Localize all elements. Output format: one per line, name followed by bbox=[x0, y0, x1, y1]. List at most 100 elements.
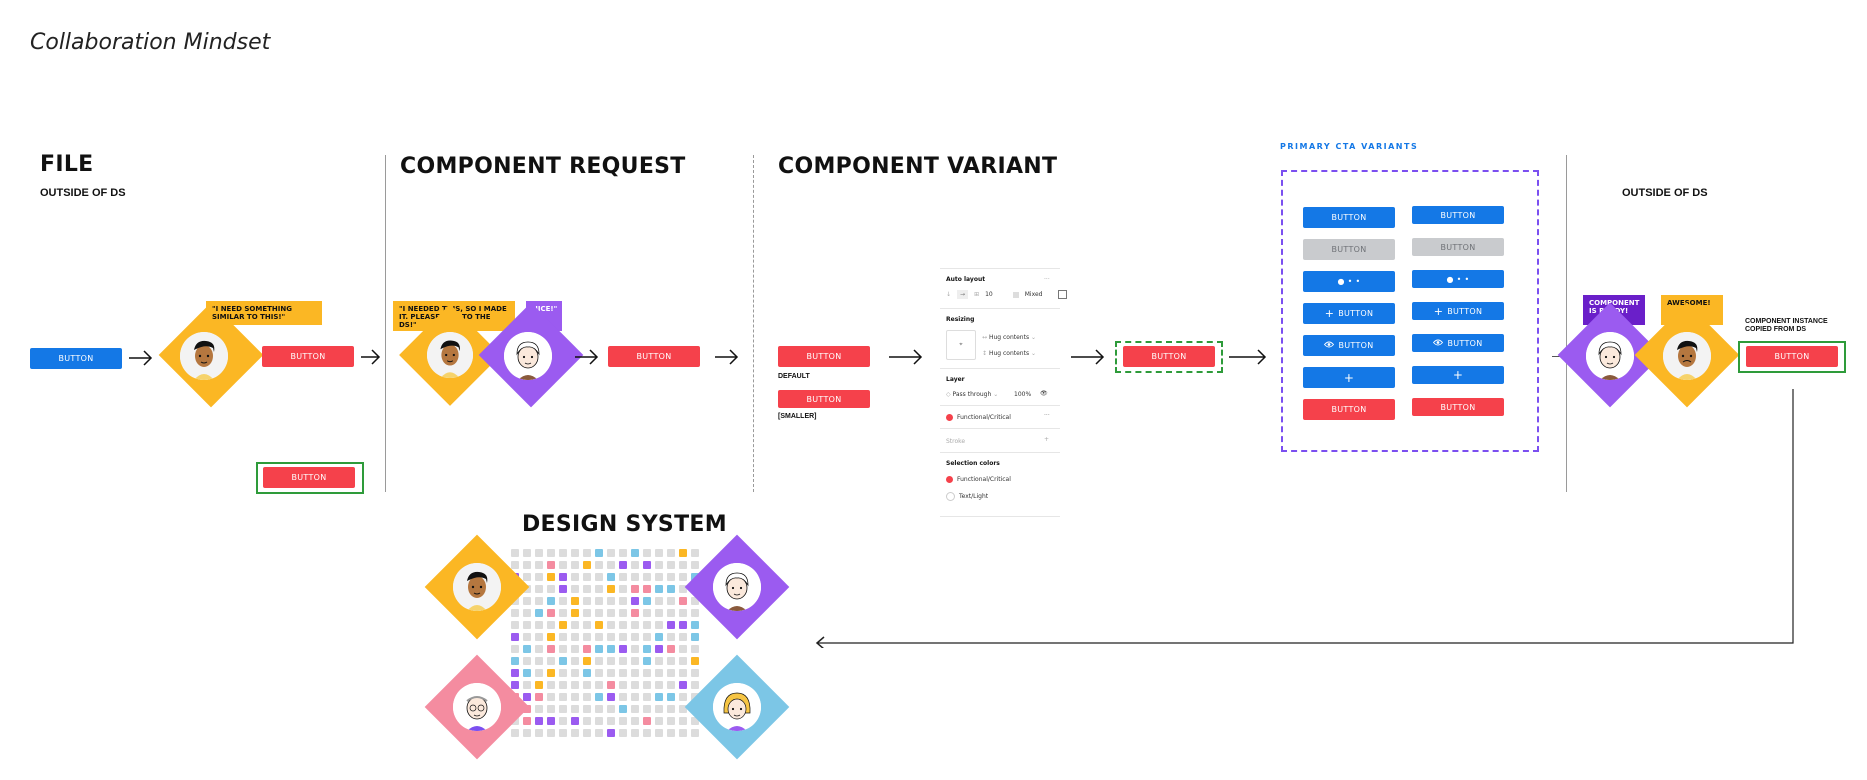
grid-tile bbox=[619, 705, 627, 713]
grid-tile bbox=[523, 729, 531, 737]
outside-red-button[interactable]: BUTTON bbox=[1746, 346, 1838, 367]
grid-tile bbox=[547, 609, 555, 617]
request-red-button[interactable]: BUTTON bbox=[608, 346, 700, 367]
blend-mode-select[interactable]: ◇ Pass through ⌄ bbox=[946, 391, 999, 398]
grid-tile bbox=[547, 669, 555, 677]
fill-style-row[interactable]: Functional/Critical bbox=[946, 414, 1011, 421]
spacing-value[interactable]: 10 bbox=[985, 291, 993, 298]
variant-red-button[interactable]: BUTTON bbox=[1303, 399, 1395, 420]
grid-tile bbox=[655, 705, 663, 713]
eye-icon[interactable]: 👁 bbox=[1040, 390, 1048, 397]
variant-plus-button-small[interactable]: + bbox=[1412, 366, 1504, 384]
file-blue-button[interactable]: BUTTON bbox=[30, 348, 122, 369]
grid-tile bbox=[571, 549, 579, 557]
file-red-button-selected[interactable]: BUTTON bbox=[263, 467, 355, 488]
variant-smaller-button[interactable]: BUTTON bbox=[778, 390, 870, 408]
opacity-value[interactable]: 100% bbox=[1014, 391, 1032, 398]
variant-loading-button[interactable]: ● • • bbox=[1303, 271, 1395, 292]
grid-tile bbox=[595, 585, 603, 593]
variant-plus-button[interactable]: + bbox=[1303, 367, 1395, 388]
grid-tile bbox=[631, 573, 639, 581]
grid-tile bbox=[559, 585, 567, 593]
grid-tile bbox=[655, 561, 663, 569]
grid-tile bbox=[631, 561, 639, 569]
grid-tile bbox=[679, 573, 687, 581]
grid-tile bbox=[619, 597, 627, 605]
grid-tile bbox=[667, 693, 675, 701]
grid-tile bbox=[559, 705, 567, 713]
variant-eye-label-button[interactable]: BUTTON bbox=[1303, 335, 1395, 356]
grid-tile bbox=[655, 585, 663, 593]
hug-contents-horizontal[interactable]: ↔ Hug contents ⌄ bbox=[982, 334, 1037, 341]
grid-tile bbox=[631, 657, 639, 665]
padding-value[interactable]: Mixed bbox=[1024, 291, 1043, 298]
grid-tile bbox=[643, 705, 651, 713]
grid-tile bbox=[595, 645, 603, 653]
grid-tile bbox=[607, 681, 615, 689]
grid-tile bbox=[679, 717, 687, 725]
variant-result-button[interactable]: BUTTON bbox=[1123, 346, 1215, 367]
variant-plus-label-button[interactable]: +BUTTON bbox=[1303, 303, 1395, 324]
grid-tile bbox=[559, 633, 567, 641]
selection-color-row[interactable]: Functional/Critical bbox=[946, 476, 1011, 483]
grid-tile bbox=[691, 549, 699, 557]
variant-eye-label-button-small[interactable]: BUTTON bbox=[1412, 334, 1504, 352]
grid-tile bbox=[619, 549, 627, 557]
grid-tile bbox=[619, 621, 627, 629]
grid-tile bbox=[607, 609, 615, 617]
selection-color-row[interactable]: Text/Light bbox=[946, 492, 988, 501]
selected-outline-green bbox=[1738, 341, 1846, 373]
grid-tile bbox=[583, 549, 591, 557]
spacing-icon: ⊞ bbox=[974, 291, 980, 298]
file-red-button[interactable]: BUTTON bbox=[262, 346, 354, 367]
grid-tile bbox=[619, 669, 627, 677]
grid-tile bbox=[583, 633, 591, 641]
inspector-selection-colors-heading: Selection colors bbox=[946, 460, 1000, 467]
grid-tile bbox=[583, 693, 591, 701]
grid-tile bbox=[631, 705, 639, 713]
variant-default-button[interactable]: BUTTON bbox=[778, 346, 870, 367]
grid-tile bbox=[607, 585, 615, 593]
variant-blue-button-small[interactable]: BUTTON bbox=[1412, 206, 1504, 224]
align-icon[interactable] bbox=[1058, 290, 1068, 299]
grid-tile bbox=[679, 657, 687, 665]
grid-tile bbox=[547, 597, 555, 605]
arrow-right-icon bbox=[1071, 349, 1105, 365]
eye-icon bbox=[1324, 341, 1335, 350]
grid-tile bbox=[535, 657, 543, 665]
grid-tile bbox=[691, 597, 699, 605]
selected-outline-green bbox=[256, 462, 364, 494]
section-divider-dashed bbox=[753, 155, 754, 492]
variant-plus-label-button-small[interactable]: +BUTTON bbox=[1412, 302, 1504, 320]
arrow-right-icon bbox=[575, 349, 599, 365]
grid-tile bbox=[559, 669, 567, 677]
variant-blue-button[interactable]: BUTTON bbox=[1303, 207, 1395, 228]
grid-tile bbox=[655, 729, 663, 737]
more-icon[interactable]: ··· bbox=[1044, 276, 1050, 283]
grid-tile bbox=[691, 657, 699, 665]
grid-tile bbox=[619, 609, 627, 617]
grid-tile bbox=[583, 669, 591, 677]
plus-icon[interactable]: + bbox=[1044, 436, 1050, 443]
variant-disabled-button-small[interactable]: BUTTON bbox=[1412, 238, 1504, 256]
color-swatch-red bbox=[946, 414, 953, 421]
grid-tile bbox=[643, 657, 651, 665]
grid-tile bbox=[535, 729, 543, 737]
direction-down-icon[interactable]: ↓ bbox=[946, 291, 952, 298]
more-icon[interactable]: ··· bbox=[1044, 412, 1050, 419]
grid-tile bbox=[535, 549, 543, 557]
grid-tile bbox=[583, 609, 591, 617]
hug-contents-vertical[interactable]: ↕ Hug contents ⌄ bbox=[982, 350, 1037, 357]
return-connector bbox=[815, 389, 1794, 648]
grid-tile bbox=[691, 609, 699, 617]
direction-right-icon[interactable]: → bbox=[957, 290, 969, 299]
variant-disabled-button[interactable]: BUTTON bbox=[1303, 239, 1395, 260]
variant-red-button-small[interactable]: BUTTON bbox=[1412, 398, 1504, 416]
grid-tile bbox=[667, 681, 675, 689]
grid-tile bbox=[631, 621, 639, 629]
grid-tile bbox=[607, 693, 615, 701]
variant-loading-button-small[interactable]: ● • • bbox=[1412, 270, 1504, 288]
avatar-icon bbox=[180, 332, 228, 380]
grid-tile bbox=[535, 633, 543, 641]
grid-tile bbox=[679, 729, 687, 737]
